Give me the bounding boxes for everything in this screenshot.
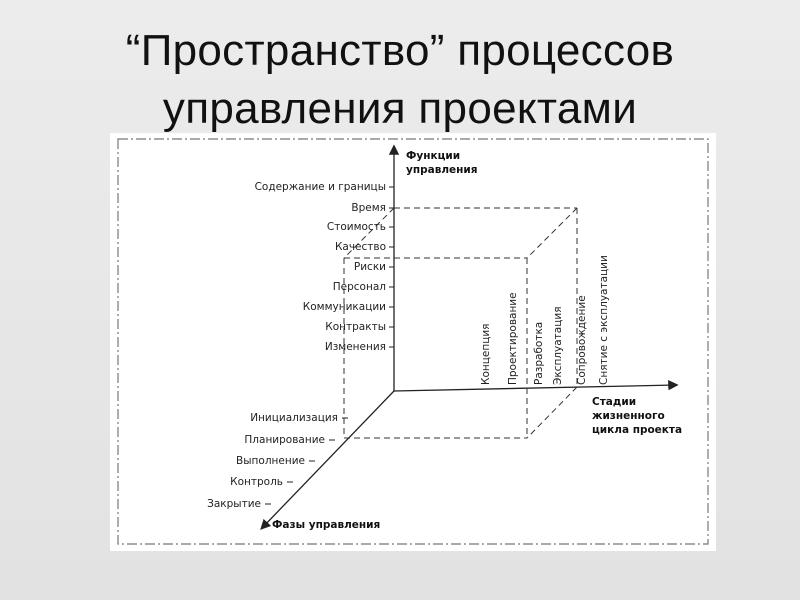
- y-item-6: Коммуникации: [303, 301, 394, 313]
- z-item-2: Выполнение: [236, 455, 315, 467]
- y-axis-title-line-1: Функции: [406, 150, 460, 162]
- z-axis-line: [260, 390, 395, 530]
- svg-text:Стоимость: Стоимость: [327, 221, 386, 233]
- y-axis-items: Содержание и границы Время Стоимость Кач…: [255, 181, 394, 353]
- y-item-0: Содержание и границы: [255, 181, 394, 193]
- svg-text:Проектирование: Проектирование: [507, 292, 519, 385]
- svg-text:Содержание и границы: Содержание и границы: [255, 181, 386, 193]
- svg-text:Разработка: Разработка: [533, 322, 545, 385]
- dashed-box: [343, 207, 578, 439]
- x-axis-title-line-1: Стадии: [592, 396, 636, 408]
- z-axis-items: Инициализация Планирование Выполнение Ко…: [207, 412, 348, 510]
- svg-text:Персонал: Персонал: [333, 281, 386, 293]
- svg-text:Планирование: Планирование: [244, 434, 325, 446]
- svg-text:Закрытие: Закрытие: [207, 498, 261, 510]
- process-space-diagram: Содержание и границы Время Стоимость Кач…: [110, 133, 716, 551]
- z-item-3: Контроль: [230, 476, 293, 488]
- x-axis-title-line-2: жизненного: [592, 410, 665, 422]
- y-item-4: Риски: [354, 261, 394, 273]
- svg-text:Концепция: Концепция: [480, 323, 492, 385]
- z-axis-title: Фазы управления: [272, 519, 380, 531]
- svg-text:Выполнение: Выполнение: [236, 455, 305, 467]
- svg-text:Качество: Качество: [335, 241, 386, 253]
- svg-text:Сопровождение: Сопровождение: [576, 295, 588, 385]
- x-axis-title-line-3: цикла проекта: [592, 424, 682, 436]
- svg-text:Инициализация: Инициализация: [250, 412, 338, 424]
- x-item-2: Разработка: [533, 322, 545, 385]
- svg-text:Снятие с эксплуатации: Снятие с эксплуатации: [598, 255, 610, 385]
- title-line-2: управления проектами: [162, 84, 638, 133]
- y-item-1: Время: [351, 202, 394, 214]
- scan-frame: [117, 138, 709, 545]
- x-item-1: Проектирование: [507, 292, 519, 385]
- svg-text:Риски: Риски: [354, 261, 386, 273]
- x-axis-line: [393, 379, 679, 392]
- svg-text:Время: Время: [351, 202, 386, 214]
- svg-text:Эксплуатация: Эксплуатация: [552, 306, 564, 385]
- z-item-1: Планирование: [244, 434, 335, 446]
- x-item-4: Сопровождение: [576, 295, 588, 385]
- x-item-5: Снятие с эксплуатации: [598, 255, 610, 385]
- z-item-0: Инициализация: [250, 412, 348, 424]
- svg-text:Контроль: Контроль: [230, 476, 283, 488]
- svg-text:Коммуникации: Коммуникации: [303, 301, 386, 313]
- x-item-0: Концепция: [480, 323, 492, 385]
- title-line-1: “Пространство” процессов: [125, 26, 675, 75]
- svg-text:Изменения: Изменения: [325, 341, 386, 353]
- z-item-4: Закрытие: [207, 498, 271, 510]
- svg-text:Контракты: Контракты: [325, 321, 386, 333]
- x-item-3: Эксплуатация: [552, 306, 564, 385]
- y-item-2: Стоимость: [327, 221, 394, 233]
- y-axis-title-line-2: управления: [406, 164, 478, 176]
- x-axis-items: Концепция Проектирование Разработка Эксп…: [480, 255, 610, 385]
- y-item-7: Контракты: [325, 321, 394, 333]
- slide-title: “Пространство” процессов управления прое…: [0, 22, 800, 138]
- y-item-8: Изменения: [325, 341, 394, 353]
- y-item-3: Качество: [335, 241, 394, 253]
- y-item-5: Персонал: [333, 281, 394, 293]
